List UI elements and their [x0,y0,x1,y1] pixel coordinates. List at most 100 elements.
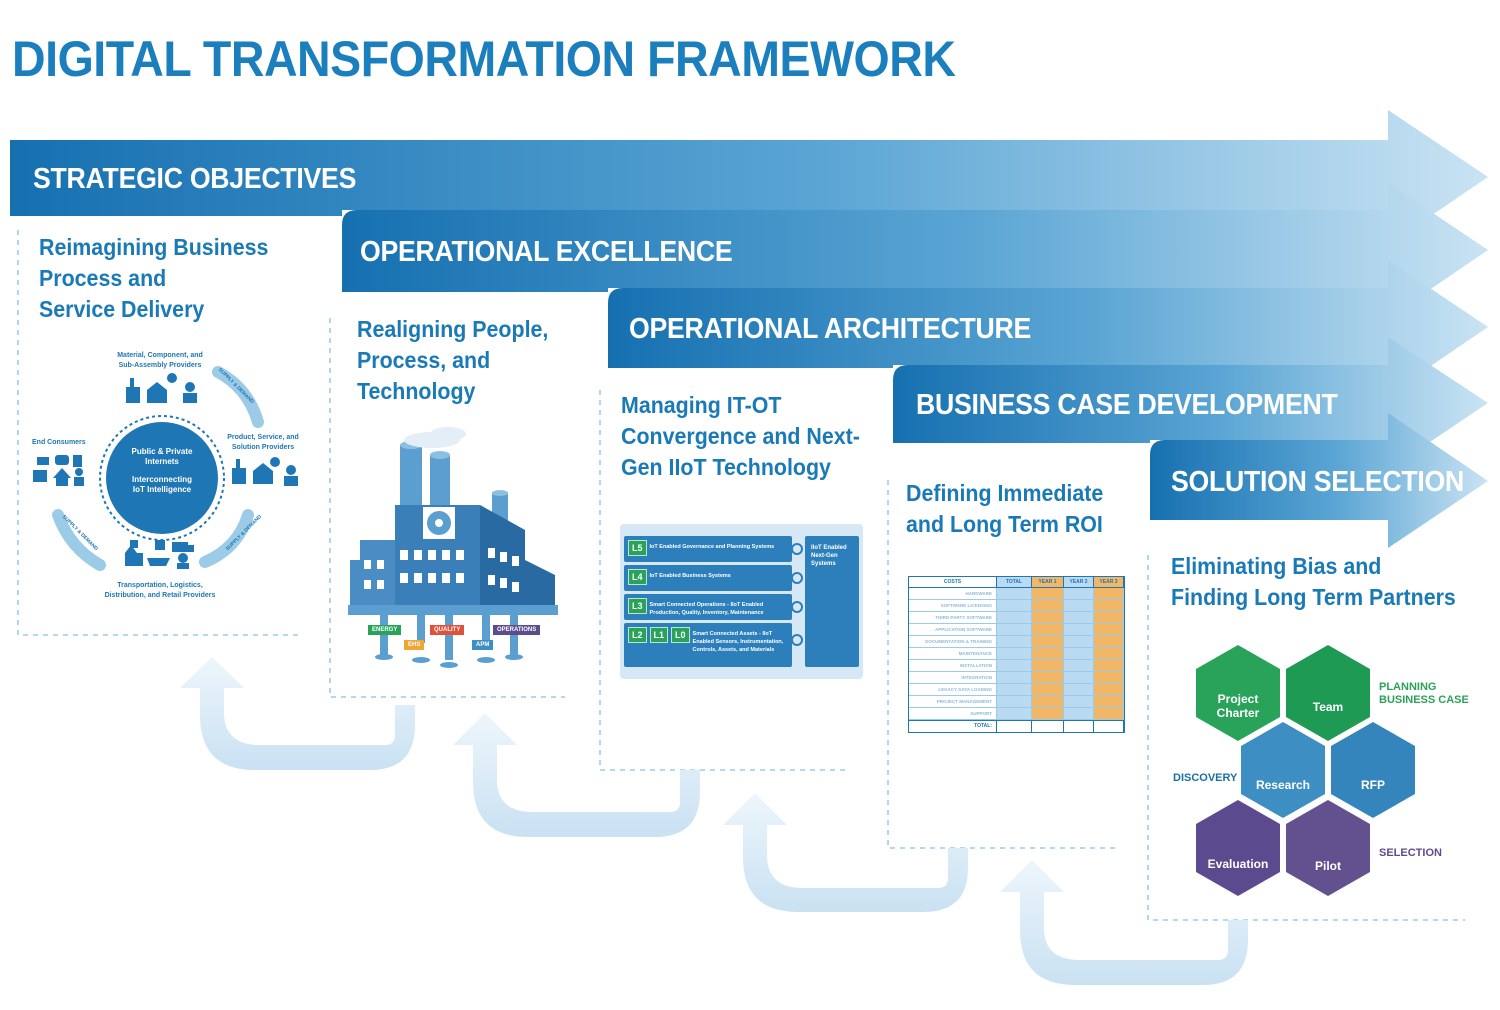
costs-row: APPLICATION SOFTWARE [909,624,1124,636]
costs-header-cell: YEAR 3 [1094,577,1124,588]
stage-label-operational-excellence: OPERATIONAL EXCELLENCE [360,236,733,268]
costs-row-label: PROJECT MANAGEMENT [909,696,997,708]
costs-header-cell: COSTS [909,577,997,588]
costs-cell [1064,600,1094,612]
costs-row: INTEGRATION [909,672,1124,684]
costs-row-label: SUPPORT [909,708,997,720]
hex-cluster [1196,645,1415,896]
stage-subtitle-4: Defining Immediate and Long Term ROI [906,478,1103,540]
architecture-row-text: IoT Enabled Business Systems [649,573,731,579]
cycle-center-line: Interconnecting [131,475,192,484]
costs-cell [1032,660,1064,672]
stage-label-strategic-objectives: STRATEGIC OBJECTIVES [33,163,357,195]
cycle-center-line: Internets [145,457,179,466]
stage-box-1 [17,230,298,636]
costs-cell [997,636,1032,648]
costs-total-cell [1032,720,1064,732]
architecture-row-text: Smart Connected Assets - IIoT Enabled Se… [692,631,784,653]
cycle-top-line: Sub-Assembly Providers [118,362,202,369]
subtitle-line: Gen IIoT Technology [621,454,831,480]
cycle-center-label: Public & Private Internets Interconnecti… [112,447,212,495]
hex-label-research: Research [1255,778,1311,792]
costs-cell [1032,636,1064,648]
stage-box-4 [887,480,1115,849]
costs-cell [1094,648,1124,660]
costs-cell [997,612,1032,624]
hex-pilot [1286,800,1370,896]
cycle-diagram [33,366,298,571]
costs-cell [1094,696,1124,708]
subtitle-line: Finding Long Term Partners [1171,584,1456,610]
factory-tag-apm: APM [472,640,494,650]
stage-boxes [17,230,1465,921]
subtitle-line: Convergence and Next- [621,423,860,449]
costs-cell [1094,708,1124,720]
costs-cell [1064,624,1094,636]
subtitle-line: Defining Immediate [906,480,1104,506]
subtitle-line: Process, and [357,347,491,373]
arrow-operational-architecture [608,260,1488,395]
costs-cell [1094,684,1124,696]
costs-cell [1032,588,1064,600]
hex-project-charter [1196,645,1280,741]
subtitle-line: Eliminating Bias and [1171,553,1382,579]
cycle-right-line: Product, Service, and [227,434,299,441]
cycle-center-line: Public & Private [131,447,193,456]
factory-tag-quality: QUALITY [430,625,465,635]
factory-tag-energy: ENERGY [368,625,402,635]
level-badge: L0 [671,627,690,643]
costs-row-label: SOFTWARE LICENSING [909,600,997,612]
costs-row: PROJECT MANAGEMENT [909,696,1124,708]
hex-evaluation [1196,800,1280,896]
subtitle-line: Realigning People, [357,316,549,342]
costs-cell [1032,600,1064,612]
cycle-bottom-line: Transportation, Logistics, [117,582,203,589]
hex-label-pilot: Pilot [1315,859,1341,873]
costs-row-label: DOCUMENTATION & TRAINING [909,636,997,648]
costs-cell [997,624,1032,636]
costs-row: LEGACY DATA LOADING [909,684,1124,696]
costs-cell [1094,612,1124,624]
costs-row: THIRD PARTY SOFTWARE [909,612,1124,624]
costs-cell [1064,588,1094,600]
costs-row-label: INSTALLATION [909,660,997,672]
supply-arrow-bottom-left [52,509,106,571]
costs-cell [1064,660,1094,672]
costs-row-label: APPLICATION SOFTWARE [909,624,997,636]
hex-label-project-charter: Project Charter [1216,692,1260,720]
stage-label-operational-architecture: OPERATIONAL ARCHITECTURE [629,313,1031,345]
logistics-icons-bottom [125,540,194,569]
costs-cell [1064,636,1094,648]
supply-arrow-bottom-right [199,509,254,568]
costs-cell [1094,672,1124,684]
stage-box-5 [1147,555,1465,921]
costs-cell [997,696,1032,708]
costs-cell [1032,648,1064,660]
costs-row-label: INTEGRATION [909,672,997,684]
costs-total-label: TOTAL: [909,720,997,732]
costs-cell [997,672,1032,684]
hex-label-evaluation: Evaluation [1207,857,1269,871]
cycle-top-line: Material, Component, and [117,352,203,359]
costs-cell [1032,672,1064,684]
costs-row-label: LEGACY DATA LOADING [909,684,997,696]
cycle-bottom-label: Transportation, Logistics, Distribution,… [90,581,230,601]
page-title: DIGITAL TRANSFORMATION FRAMEWORK [12,31,956,87]
level-badge: L3 [628,598,647,614]
costs-row: SOFTWARE LICENSING [909,600,1124,612]
costs-cell [1064,612,1094,624]
costs-cell [1064,708,1094,720]
subtitle-line: and Long Term ROI [906,511,1103,537]
hex-rfp [1331,722,1415,818]
costs-cell [997,660,1032,672]
subtitle-line: Managing IT-OT [621,392,782,418]
costs-cell [1032,612,1064,624]
costs-cell [997,588,1032,600]
cycle-right-label: Product, Service, and Solution Providers [213,433,313,453]
stage-subtitle-5: Eliminating Bias and Finding Long Term P… [1171,551,1456,613]
costs-cell [997,648,1032,660]
costs-cell [1032,684,1064,696]
